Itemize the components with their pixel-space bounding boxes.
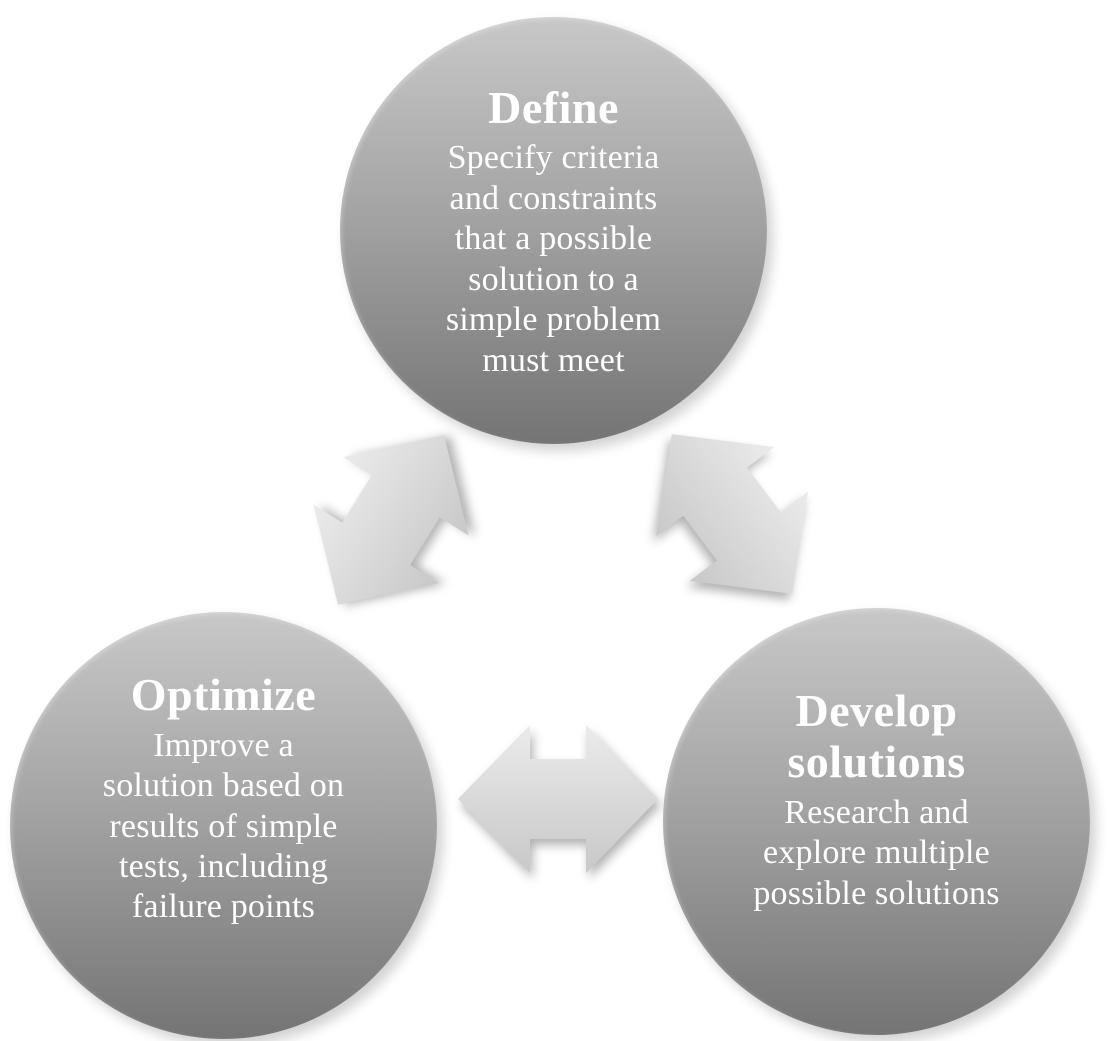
node-define-content: Define Specify criteria and constraints … <box>446 82 661 381</box>
node-develop-solutions-content: Develop solutions Research and explore m… <box>753 685 999 914</box>
node-optimize-content: Optimize Improve a solution based on res… <box>103 669 344 928</box>
node-develop-solutions: Develop solutions Research and explore m… <box>663 608 1090 1035</box>
node-define: Define Specify criteria and constraints … <box>340 17 767 444</box>
node-define-title: Define <box>488 81 619 133</box>
node-define-description: Specify criteria and constraints that a … <box>445 139 662 379</box>
node-optimize-title: Optimize <box>130 669 317 721</box>
node-optimize: Optimize Improve a solution based on res… <box>10 612 437 1039</box>
double-arrow-optimize-develop-icon <box>458 725 658 873</box>
node-develop-solutions-description: Research and explore multiple possible s… <box>753 793 1000 912</box>
node-develop-solutions-title: Develop solutions <box>787 684 966 788</box>
double-arrow-define-develop-icon <box>656 434 808 594</box>
node-optimize-description: Improve a solution based on results of s… <box>102 726 345 926</box>
double-arrow-define-optimize-icon <box>313 435 469 605</box>
